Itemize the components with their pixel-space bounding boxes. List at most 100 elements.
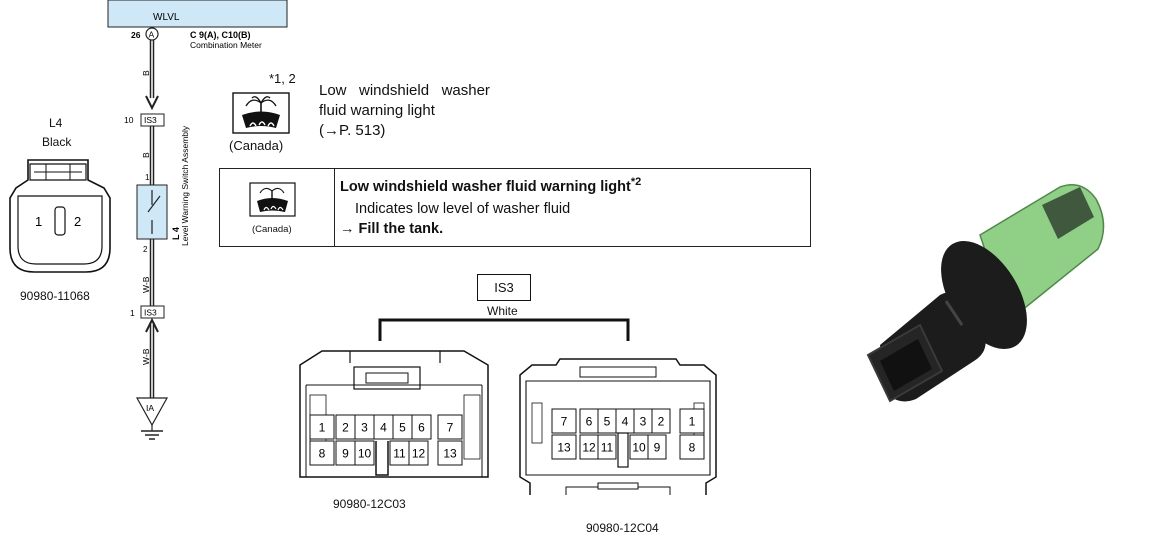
pin-12c03-7-cell bbox=[437, 414, 463, 440]
warning-table-action-text: Fill the tank. bbox=[358, 221, 444, 237]
meter-name: Combination Meter bbox=[190, 40, 262, 50]
is3-bracket bbox=[378, 318, 630, 341]
pin-12c04-8-cell bbox=[679, 434, 705, 460]
pin-12c04-3: 3 bbox=[640, 415, 647, 429]
warning-table-region: (Canada) bbox=[252, 224, 292, 235]
pin-12c03-1: 1 bbox=[319, 421, 326, 435]
pin-12c04-2-cell bbox=[651, 408, 671, 434]
warning-table-icon-cell: (Canada) bbox=[220, 169, 335, 246]
pin-12c03-10-cell bbox=[354, 440, 375, 466]
warning-line-2: fluid warning light bbox=[319, 102, 435, 119]
junction-label-upper: IS3 bbox=[144, 115, 157, 125]
pin-12c04-13: 13 bbox=[557, 441, 571, 455]
pin-12c03-9: 9 bbox=[342, 447, 349, 461]
level-sensor-photo bbox=[866, 184, 1105, 403]
wlvl-label: WLVL bbox=[153, 12, 180, 23]
is3-label-box: IS3 bbox=[477, 274, 531, 301]
switch-contact bbox=[147, 195, 161, 213]
pin-12c03-13: 13 bbox=[443, 447, 457, 461]
pin-12c03-13-cell bbox=[437, 440, 463, 466]
connector-a-letter: A bbox=[149, 30, 155, 40]
pin-12c04-11-cell bbox=[597, 434, 617, 460]
l4-connector: 1 2 bbox=[9, 159, 111, 273]
ground-triangle bbox=[135, 397, 169, 427]
is3-color: White bbox=[487, 304, 518, 318]
switch-ref: L 4 bbox=[171, 227, 181, 240]
warning-table: (Canada) Low windshield washer fluid war… bbox=[219, 168, 811, 247]
warning-table-description: Indicates low level of washer fluid bbox=[355, 201, 571, 217]
windshield-washer-icon bbox=[257, 187, 288, 212]
pin-12c03-7: 7 bbox=[447, 421, 454, 435]
wire-color-b-2: B bbox=[141, 152, 151, 158]
warning-table-action-arrow: → bbox=[340, 221, 355, 237]
pin-12c04-12: 12 bbox=[582, 441, 596, 455]
warning-region: (Canada) bbox=[229, 138, 284, 153]
wlvl-bus bbox=[107, 0, 288, 28]
pin-12c04-9-cell bbox=[647, 434, 667, 460]
part-number-12c03: 90980-12C03 bbox=[333, 497, 406, 511]
is3-label: IS3 bbox=[494, 280, 514, 295]
wire-color-b-1: B bbox=[141, 70, 151, 76]
pin-12c04-5: 5 bbox=[604, 415, 611, 429]
switch-pin-upper: 1 bbox=[145, 173, 150, 182]
pin-12c04-8: 8 bbox=[689, 441, 696, 455]
connector-12c03-key-slot bbox=[375, 441, 389, 476]
switch-name: Level Warning Switch Assembly bbox=[180, 125, 190, 246]
warning-line-3: (→P. 513) bbox=[319, 122, 386, 139]
pin-12c03-11: 11 bbox=[393, 447, 406, 461]
warning-table-action: → Fill the tank. bbox=[340, 221, 443, 237]
l4-center-key bbox=[54, 206, 66, 236]
washer-icon-box-small bbox=[249, 182, 296, 217]
warning-table-title: Low windshield washer fluid warning ligh… bbox=[340, 176, 641, 195]
pin-12c04-10: 10 bbox=[632, 441, 646, 455]
junction-pin-upper: 10 bbox=[124, 115, 134, 125]
washer-icon-box bbox=[232, 92, 290, 134]
wire-color-wb-1: W-B bbox=[141, 276, 151, 293]
warning-table-title-superscript: *2 bbox=[630, 176, 642, 188]
pin-12c03-4: 4 bbox=[380, 421, 387, 435]
part-number-12c04: 90980-12C04 bbox=[586, 521, 659, 535]
pin-12c03-12-cell bbox=[408, 440, 429, 466]
junction-box-lower bbox=[140, 305, 165, 319]
pin-12c03-5: 5 bbox=[399, 421, 406, 435]
ground-label: IA bbox=[146, 403, 154, 413]
junction-label-lower: IS3 bbox=[144, 308, 157, 318]
switch-pin-lower: 2 bbox=[143, 245, 148, 254]
wiring-diagram: WLVL 26 A C 9(A), C10(B) Combination Met… bbox=[107, 0, 288, 440]
pin-12c03-1-cell bbox=[309, 414, 335, 440]
pin-12c04-9: 9 bbox=[654, 441, 661, 455]
pin-12c04-4: 4 bbox=[622, 415, 629, 429]
junction-box-upper bbox=[140, 113, 165, 127]
wire-arrow-lower bbox=[145, 317, 159, 333]
pin-26-label: 26 bbox=[131, 30, 141, 40]
pin-12c04-1-cell bbox=[679, 408, 705, 434]
l4-color: Black bbox=[42, 135, 72, 149]
l4-ref: L4 bbox=[49, 116, 63, 130]
pin-12c03-12: 12 bbox=[412, 447, 426, 461]
warning-line-1: Low windshield washer bbox=[319, 82, 490, 99]
pin-12c04-11: 11 bbox=[601, 441, 614, 455]
pin-12c04-7: 7 bbox=[561, 415, 568, 429]
junction-pin-lower: 1 bbox=[130, 308, 135, 318]
pin-12c03-2: 2 bbox=[342, 421, 349, 435]
connector-a-circle bbox=[145, 27, 159, 41]
wire-color-wb-2: W-B bbox=[141, 348, 151, 365]
pin-12c04-2: 2 bbox=[658, 415, 665, 429]
pin-12c03-6-cell bbox=[411, 414, 432, 440]
pin-12c04-6: 6 bbox=[586, 415, 593, 429]
meter-connector-ref: C 9(A), C10(B) bbox=[190, 30, 251, 40]
warning-footnote: *1, 2 bbox=[269, 71, 296, 86]
connector-12c04-key bbox=[617, 432, 629, 468]
pin-12c04-13-cell bbox=[551, 434, 577, 460]
l4-pin-1: 1 bbox=[35, 214, 42, 229]
windshield-washer-icon bbox=[242, 96, 280, 128]
l4-part-number: 90980-11068 bbox=[20, 289, 90, 303]
pin-12c03-10: 10 bbox=[358, 447, 372, 461]
pin-12c03-8-cell bbox=[309, 440, 335, 466]
pin-12c03-6: 6 bbox=[418, 421, 425, 435]
pin-12c04-7-cell bbox=[551, 408, 577, 434]
pin-12c03-3: 3 bbox=[361, 421, 368, 435]
warning-table-title-text: Low windshield washer fluid warning ligh… bbox=[340, 178, 631, 195]
